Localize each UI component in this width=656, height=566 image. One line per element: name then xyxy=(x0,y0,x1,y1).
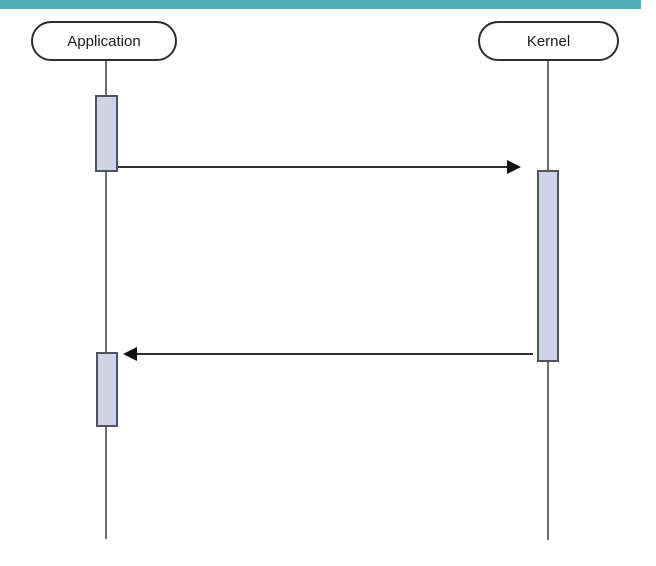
activation-bar-kernel xyxy=(537,170,559,362)
actor-box-application: Application xyxy=(31,21,177,61)
lifeline-kernel-segment-2 xyxy=(547,362,549,540)
lifeline-kernel-segment-1 xyxy=(547,61,549,170)
activation-bar-application-2 xyxy=(96,352,118,427)
message-1-line xyxy=(118,166,508,168)
activation-bar-application-1 xyxy=(95,95,118,172)
actor-label-application: Application xyxy=(67,32,141,50)
message-2-arrowhead-left-icon xyxy=(123,347,137,361)
message-1-arrowhead-right-icon xyxy=(507,160,521,174)
lifeline-application-segment-3 xyxy=(105,427,107,539)
top-accent-bar xyxy=(0,0,641,9)
lifeline-application-segment-1 xyxy=(105,61,107,96)
actor-label-kernel: Kernel xyxy=(526,32,571,50)
lifeline-application-segment-2 xyxy=(105,172,107,352)
actor-box-kernel: Kernel xyxy=(478,21,619,61)
message-2-line xyxy=(137,353,533,355)
